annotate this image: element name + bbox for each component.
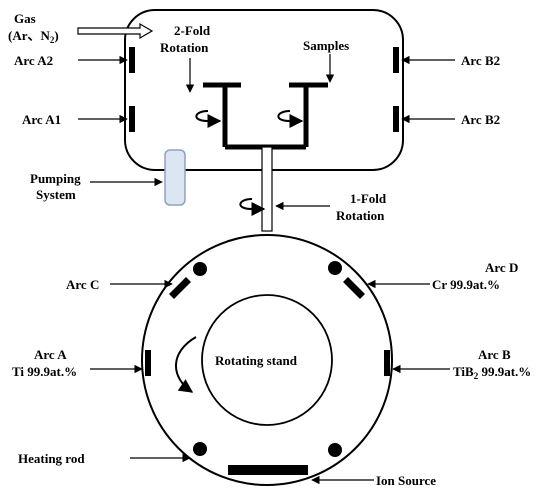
- ion-source: [228, 465, 308, 475]
- two-fold-rotation-icon-right: [277, 110, 304, 128]
- arc-b-cathode: [384, 350, 390, 376]
- arc-b-material-label: TiB2 99.9at.%: [453, 364, 531, 381]
- gas-label: Gas: [14, 11, 36, 26]
- arc-a-material-label: Ti 99.9at.%: [12, 364, 77, 379]
- heating-rod-bottom-right: [328, 443, 342, 457]
- two-fold-label-line1: 2-Fold: [174, 23, 211, 38]
- gas-formula: (Ar、N2): [8, 28, 59, 45]
- rotating-stand: [201, 294, 333, 426]
- arc-c-label: Arc C: [66, 277, 99, 292]
- heating-rod-label: Heating rod: [18, 451, 85, 466]
- rotation-shaft: [261, 146, 273, 232]
- arc-a2-cathode: [129, 47, 135, 73]
- stand-rotation-arrow: [175, 336, 197, 393]
- heating-rod-top-right: [328, 261, 342, 275]
- two-fold-label-line2: Rotation: [160, 40, 209, 55]
- arc-a2-label: Arc A2: [14, 53, 53, 68]
- one-fold-rotation-icon: [239, 198, 266, 216]
- arc-d-cathode: [343, 277, 365, 299]
- arc-a-label: Arc A: [34, 347, 67, 362]
- one-fold-label-line2: Rotation: [336, 208, 385, 223]
- arc-b-label: Arc B: [478, 347, 511, 362]
- two-fold-rotation-icon-left: [195, 110, 222, 128]
- one-fold-label-line1: 1-Fold: [350, 191, 387, 206]
- arc-c-cathode: [169, 277, 191, 299]
- arc-b2-bottom-label: Arc B2: [461, 112, 500, 127]
- heating-rod-top-left: [193, 262, 207, 276]
- arc-b2-bottom-cathode: [393, 106, 399, 132]
- arc-d-material-label: Cr 99.9at.%: [432, 277, 500, 292]
- arc-a-cathode: [145, 350, 151, 376]
- heating-rod-bottom-left: [193, 442, 207, 456]
- arc-a1-cathode: [129, 106, 135, 132]
- arc-b2-top-cathode: [393, 47, 399, 73]
- arc-d-label: Arc D: [485, 260, 518, 275]
- samples-label: Samples: [303, 38, 349, 53]
- pumping-port: [164, 149, 186, 206]
- chamber-outer-wall: [141, 234, 393, 486]
- sample-holder: [203, 82, 328, 150]
- arc-b2-top-label: Arc B2: [461, 53, 500, 68]
- rotating-stand-label: Rotating stand: [215, 353, 298, 368]
- gas-inlet-arrow: [77, 22, 154, 40]
- pumping-label-line1: Pumping: [30, 171, 81, 186]
- ion-source-label: Ion Source: [376, 473, 436, 488]
- pumping-label-line2: System: [36, 187, 76, 202]
- arc-a1-label: Arc A1: [22, 112, 61, 127]
